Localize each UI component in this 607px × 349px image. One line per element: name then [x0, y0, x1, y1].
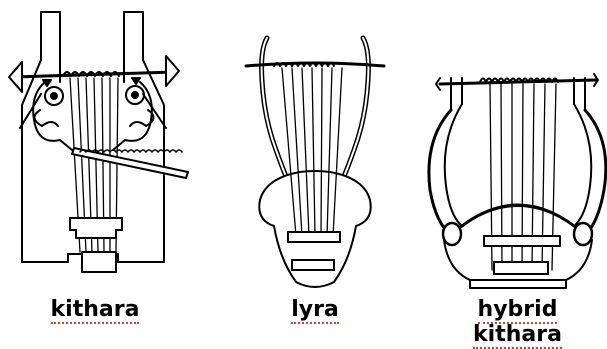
illustration-stage: kithara lyra hybrid kithara	[0, 0, 607, 331]
caption-hybrid-kithara: hybrid kithara	[430, 297, 605, 327]
caption-hybrid-kithara-text: hybrid kithara	[473, 297, 562, 349]
kithara-drawing	[9, 12, 188, 272]
caption-lyra-text: lyra	[291, 297, 339, 324]
caption-kithara-text: kithara	[51, 297, 140, 324]
instrument-drawings	[0, 0, 607, 331]
caption-kithara: kithara	[40, 297, 150, 327]
lyra-drawing	[246, 38, 384, 287]
hybrid-kithara-drawing	[429, 74, 606, 288]
caption-lyra: lyra	[270, 297, 360, 327]
